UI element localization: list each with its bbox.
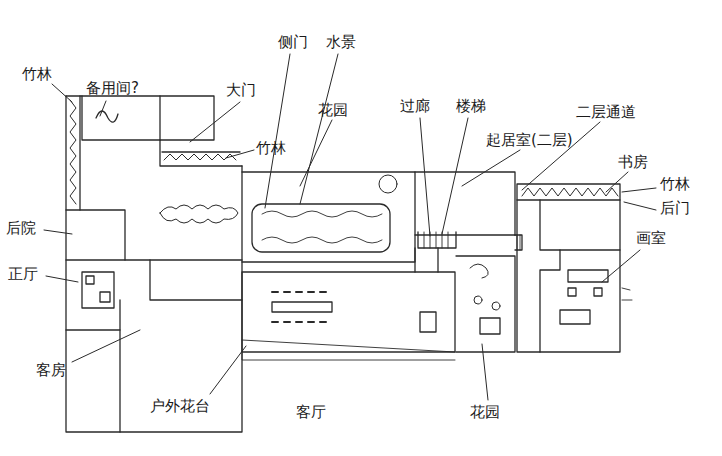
room-label: 大门 [226, 82, 256, 99]
room-label: 花园 [470, 404, 500, 421]
room-label: 过廊 [400, 98, 430, 115]
room-label: 备用间? [86, 80, 139, 97]
room-label: 竹林 [22, 66, 52, 83]
room-label: 起居室(二层) [486, 132, 573, 149]
room-label: 侧门 [278, 34, 308, 51]
room-label: 楼梯 [456, 98, 486, 115]
room-label: 客房 [36, 362, 66, 379]
room-label: 后院 [6, 220, 36, 237]
room-label: 花园 [318, 102, 348, 119]
room-label: 书房 [618, 154, 648, 171]
room-label: 竹林 [256, 140, 286, 157]
room-label: 正厅 [8, 266, 38, 283]
room-label: 客厅 [296, 404, 326, 421]
room-label: 户外花台 [150, 398, 210, 415]
room-label: 画室 [636, 230, 666, 247]
room-label: 水景 [326, 34, 356, 51]
room-label: 后门 [660, 200, 690, 217]
room-label: 竹林 [660, 176, 690, 193]
room-label: 二层通道 [576, 104, 636, 121]
